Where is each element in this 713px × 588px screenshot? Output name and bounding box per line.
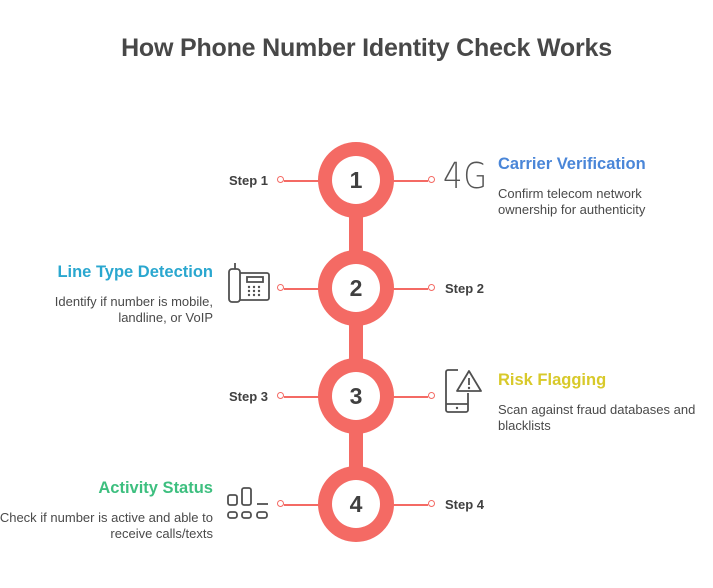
- connector-line: [392, 288, 428, 290]
- step-heading: Carrier Verification: [498, 155, 646, 173]
- connector-line: [284, 288, 320, 290]
- connector-dot: [277, 392, 284, 399]
- step-node: 3: [318, 358, 394, 434]
- connector-dot: [428, 284, 435, 291]
- step-number: 1: [332, 156, 380, 204]
- connector-line: [392, 180, 428, 182]
- step-label: Step 2: [445, 281, 485, 296]
- page-title: How Phone Number Identity Check Works: [121, 34, 612, 62]
- connector-line: [392, 504, 428, 506]
- step-description: Scan against fraud databases and blackli…: [498, 402, 696, 433]
- step-label: Step 3: [229, 389, 269, 404]
- step-heading: Risk Flagging: [498, 371, 607, 389]
- step-node: 2: [318, 250, 394, 326]
- step-heading: Activity Status: [98, 479, 213, 497]
- step-node: 1: [318, 142, 394, 218]
- step-description: Check if number is active and able to re…: [0, 510, 213, 541]
- connector-line: [392, 396, 428, 398]
- 4g-icon: 4G: [443, 156, 488, 197]
- connector-line: [284, 396, 320, 398]
- step-node: 4: [318, 466, 394, 542]
- step-label: Step 4: [445, 497, 485, 512]
- connector-dot: [428, 392, 435, 399]
- connector-dot: [277, 500, 284, 507]
- connector-dot: [428, 176, 435, 183]
- timeline-spine: [349, 318, 363, 368]
- step-label: Step 1: [229, 173, 269, 188]
- step-description: Confirm telecom network ownership for au…: [498, 186, 646, 217]
- connector-line: [284, 180, 320, 182]
- landline-phone-icon: [228, 263, 270, 303]
- phone-warning-icon: [445, 369, 482, 413]
- connector-dot: [277, 284, 284, 291]
- step-heading: Line Type Detection: [57, 263, 213, 281]
- step-description: Identify if number is mobile, landline, …: [54, 294, 213, 325]
- step-number: 2: [332, 264, 380, 312]
- connector-dot: [277, 176, 284, 183]
- timeline-spine: [349, 210, 363, 260]
- step-number: 3: [332, 372, 380, 420]
- step-number: 4: [332, 480, 380, 528]
- timeline-spine: [349, 426, 363, 476]
- connector-line: [284, 504, 320, 506]
- connector-dot: [428, 500, 435, 507]
- activity-bars-icon: [227, 487, 268, 519]
